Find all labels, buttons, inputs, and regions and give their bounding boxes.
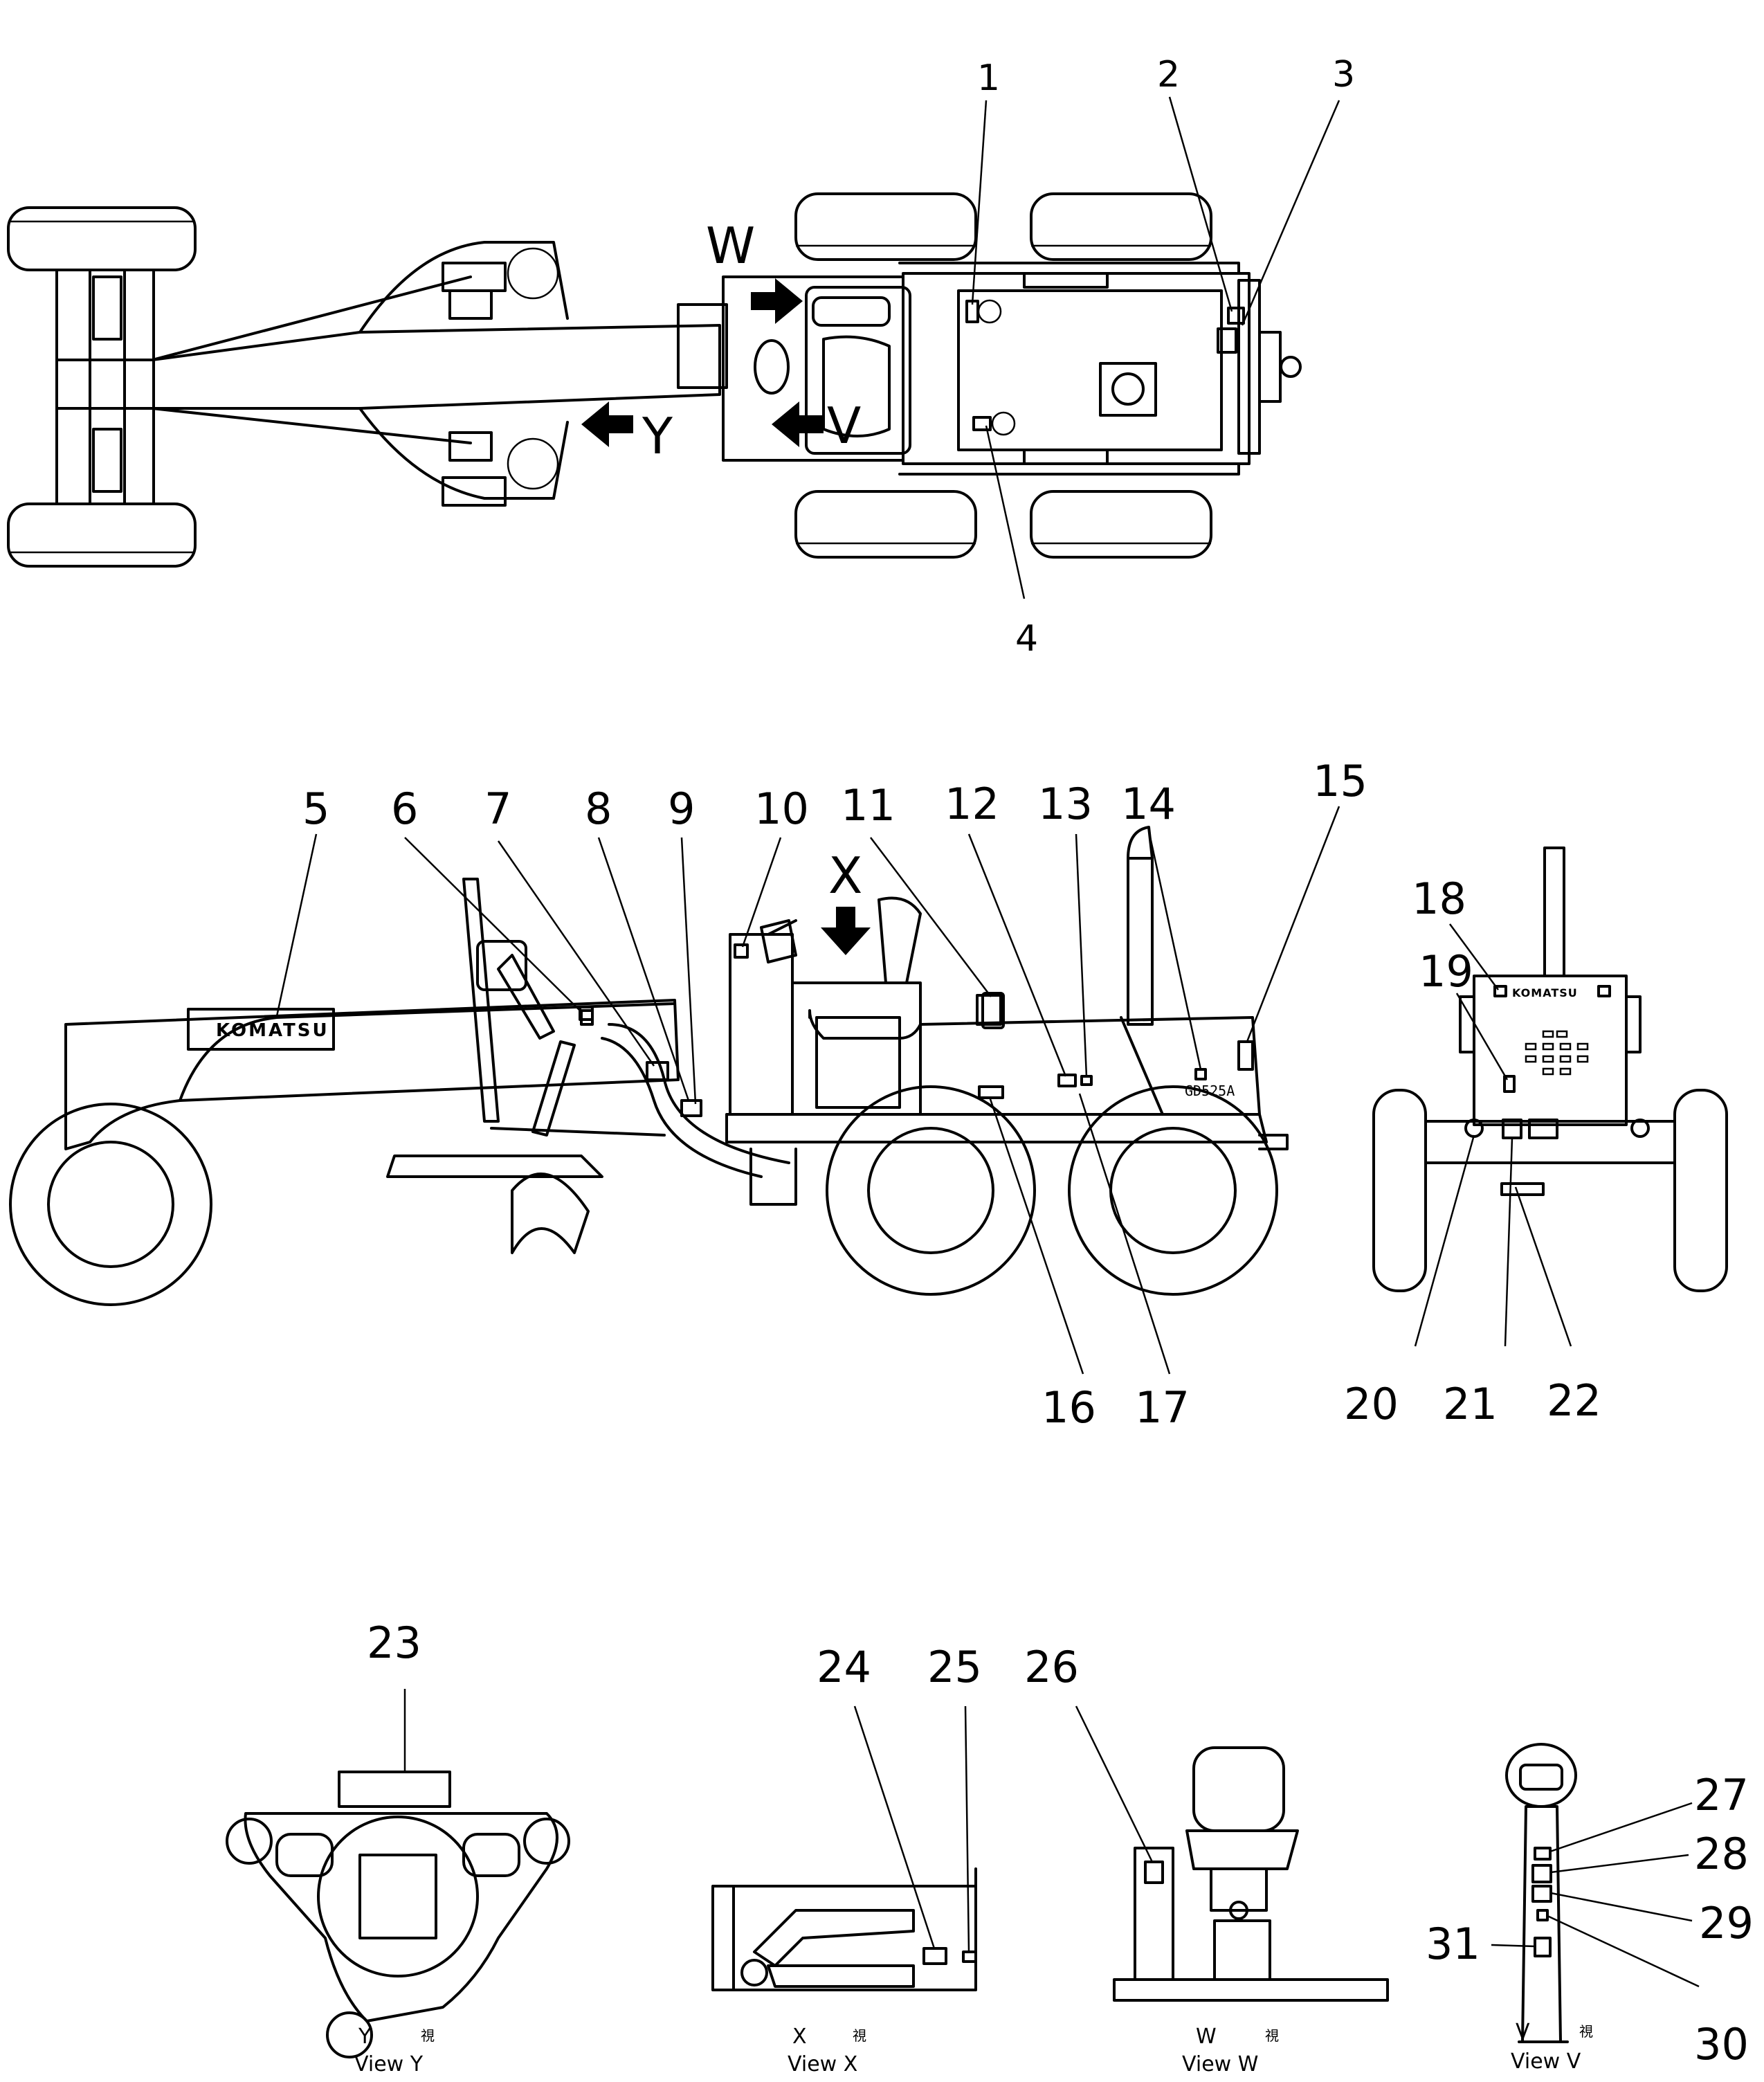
caption-y-letter: Y xyxy=(358,2025,372,2049)
callout-22: 22 xyxy=(1547,1375,1601,1426)
callout-28: 28 xyxy=(1694,1829,1749,1879)
caption-v-letter: V xyxy=(1516,2020,1530,2044)
view-w-detail xyxy=(1113,1746,1389,2002)
callout-1: 1 xyxy=(977,57,1000,99)
callout-23: 23 xyxy=(367,1618,421,1668)
callout-26: 26 xyxy=(1024,1642,1079,1692)
caption-w-label: View W xyxy=(1182,2052,1258,2076)
callout-4: 4 xyxy=(1015,618,1038,660)
callout-7: 7 xyxy=(484,784,511,834)
caption-w-letter: W xyxy=(1196,2025,1217,2049)
caption-x-letter: X xyxy=(792,2025,807,2049)
callout-16: 16 xyxy=(1042,1382,1096,1433)
callout-21: 21 xyxy=(1443,1379,1498,1429)
view-arrow-label-v: V xyxy=(827,397,861,455)
callout-14: 14 xyxy=(1121,779,1176,829)
view-x-arrow xyxy=(821,907,871,955)
view-captions: Y 視 View Y X 視 View X W 視 View W V 視 Vie… xyxy=(354,2020,1593,2076)
callout-2: 2 xyxy=(1157,54,1180,96)
callout-9: 9 xyxy=(668,784,695,834)
callout-10: 10 xyxy=(754,784,809,834)
callout-3: 3 xyxy=(1332,54,1355,96)
callout-15: 15 xyxy=(1313,756,1367,806)
callout-25: 25 xyxy=(927,1642,982,1692)
view-x-detail xyxy=(711,1867,977,1991)
callout-11: 11 xyxy=(841,780,895,831)
side-view-machine xyxy=(9,826,1289,1306)
caption-x-label: View X xyxy=(788,2052,857,2076)
view-arrow-label-y: Y xyxy=(642,407,673,465)
callout-24: 24 xyxy=(817,1642,871,1692)
callout-13: 13 xyxy=(1038,779,1093,829)
callout-19: 19 xyxy=(1419,946,1473,997)
leader-lines xyxy=(275,96,1700,1988)
view-v-detail xyxy=(1505,1743,1577,2043)
grille-slots xyxy=(1525,1030,1589,1076)
model-label-text: GD525A xyxy=(1185,1083,1235,1099)
caption-y-label: View Y xyxy=(354,2052,424,2076)
view-arrow-label-x: X xyxy=(828,847,862,905)
callout-27: 27 xyxy=(1694,1770,1749,1820)
hood-brand-text: KOMATSU xyxy=(216,1020,329,1041)
callout-29: 29 xyxy=(1699,1898,1754,1948)
view-arrow-label-w: W xyxy=(706,217,755,275)
rear-grille-brand-text: KOMATSU xyxy=(1512,986,1578,999)
caption-v-jp: 視 xyxy=(1579,2023,1593,2040)
caption-y-jp: 視 xyxy=(421,2027,435,2044)
callout-31: 31 xyxy=(1426,1919,1480,1969)
callout-5: 5 xyxy=(302,784,329,834)
callout-20: 20 xyxy=(1344,1379,1399,1429)
callout-18: 18 xyxy=(1412,873,1466,924)
callout-6: 6 xyxy=(391,784,418,834)
caption-x-jp: 視 xyxy=(853,2027,866,2044)
callout-17: 17 xyxy=(1135,1382,1190,1433)
callout-12: 12 xyxy=(945,779,999,829)
callout-30: 30 xyxy=(1694,2019,1749,2070)
rear-view-machine xyxy=(1372,847,1728,1292)
part-number-callouts: 1 2 3 4 5 6 7 8 9 10 11 12 13 14 15 16 1… xyxy=(302,54,1754,2070)
caption-w-jp: 視 xyxy=(1265,2027,1279,2044)
view-y-detail xyxy=(226,1771,570,2058)
top-view-machine xyxy=(7,192,1302,568)
caption-v-label: View V xyxy=(1511,2049,1581,2074)
callout-8: 8 xyxy=(585,784,612,834)
